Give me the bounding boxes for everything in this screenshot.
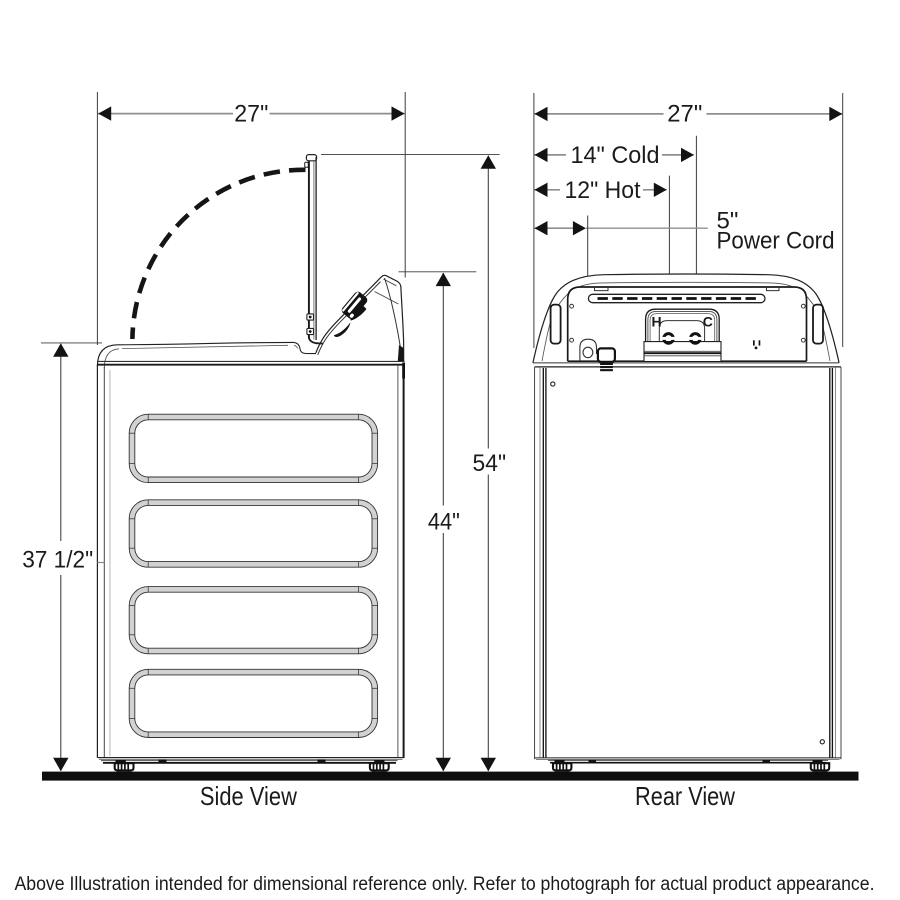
svg-text:H: H (651, 313, 661, 329)
svg-text:27": 27" (234, 101, 268, 128)
svg-text:5": 5" (717, 208, 739, 235)
svg-text:Power Cord: Power Cord (717, 228, 835, 255)
svg-text:Side View: Side View (200, 781, 297, 811)
svg-text:Above Illustration intended fo: Above Illustration intended for dimensio… (15, 874, 875, 895)
svg-text:12" Hot: 12" Hot (565, 177, 641, 204)
svg-text:C: C (703, 313, 713, 329)
svg-text:Rear View: Rear View (635, 781, 735, 811)
svg-text:27": 27" (667, 101, 702, 128)
svg-text:14" Cold: 14" Cold (571, 142, 660, 169)
svg-text:44": 44" (428, 509, 460, 536)
svg-text:54": 54" (473, 450, 507, 477)
svg-text:37 1/2": 37 1/2" (22, 547, 93, 574)
